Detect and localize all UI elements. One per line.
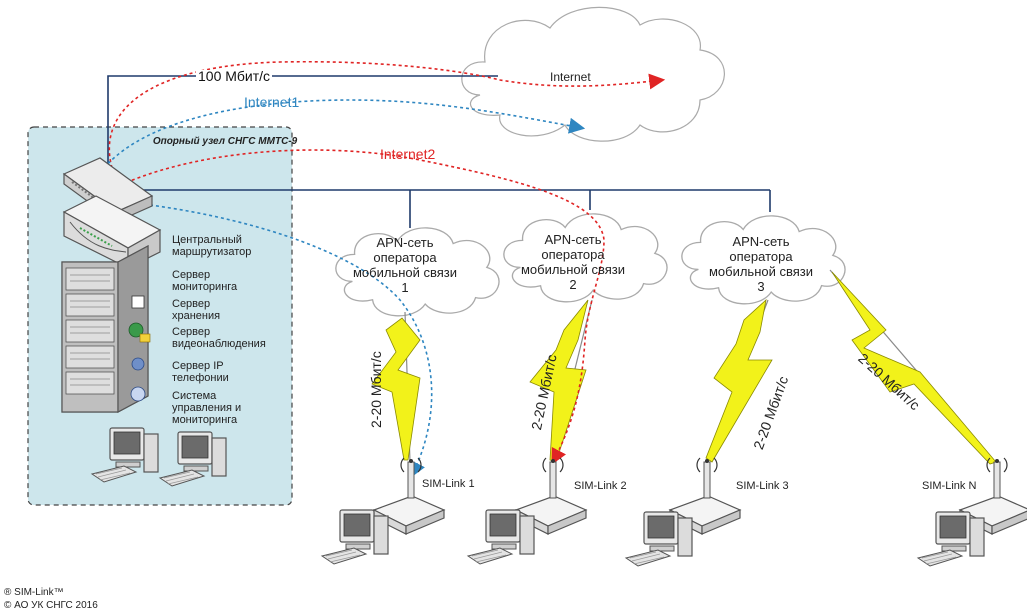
apn-cloud-3-label: APN-сеть оператора мобильной связи 3 xyxy=(708,234,814,294)
monitor-icon xyxy=(131,295,145,309)
internet1-label: Internet1 xyxy=(244,94,300,110)
apn-cloud-2-label: APN-сеть оператора мобильной связи 2 xyxy=(520,232,626,292)
backbone-speed-label: 100 Мбит/с xyxy=(196,68,273,84)
device-label-ip-phone: Сервер IP телефонии xyxy=(172,360,229,384)
client-pc-2 xyxy=(467,509,535,565)
globe-icon xyxy=(128,322,144,338)
globe-management-icon xyxy=(130,386,146,402)
lightning-bolts xyxy=(371,271,997,465)
device-label-router: Центральный маршрутизатор xyxy=(172,234,252,258)
trademark-note: ® SIM-Link™ xyxy=(4,587,64,598)
internet1-path-down xyxy=(149,204,433,478)
link-speed-1: 2-20 Мбит/с xyxy=(368,351,384,428)
sim-link-n-label: SIM-Link N xyxy=(922,480,977,492)
apn-cloud-1-label: APN-сеть оператора мобильной связи 1 xyxy=(352,235,458,295)
backbone-lines xyxy=(107,75,771,228)
client-pc-3 xyxy=(625,511,693,567)
lightning-bolt-3 xyxy=(705,298,773,463)
lightning-bolt-4 xyxy=(831,271,997,465)
client-pc-1 xyxy=(321,509,389,565)
sim-link-1-label: SIM-Link 1 xyxy=(422,478,475,490)
sim-link-3-label: SIM-Link 3 xyxy=(736,480,789,492)
internet-path xyxy=(108,60,666,169)
camera-icon xyxy=(139,333,151,343)
device-label-management: Система управления и мониторинга xyxy=(172,390,242,426)
phone-user-icon xyxy=(131,357,145,371)
server-rack xyxy=(61,245,151,413)
device-label-video: Сервер видеонаблюдения xyxy=(172,326,266,350)
copyright-note: © АО УК СНГС 2016 xyxy=(4,600,98,611)
lightning-bolt-2 xyxy=(529,299,589,463)
internet-label: Internet xyxy=(550,70,591,84)
internet-cloud xyxy=(461,6,725,142)
client-pc-n xyxy=(917,511,985,567)
lightning-bolt-1 xyxy=(371,317,421,461)
hub-title: Опорный узел СНГС ММТС-9 xyxy=(152,136,298,147)
device-label-storage: Сервер хранения xyxy=(172,298,221,322)
device-label-monitoring: Сервер мониторинга xyxy=(172,269,238,293)
sim-link-2-label: SIM-Link 2 xyxy=(574,480,627,492)
internet2-label: Internet2 xyxy=(380,146,436,162)
